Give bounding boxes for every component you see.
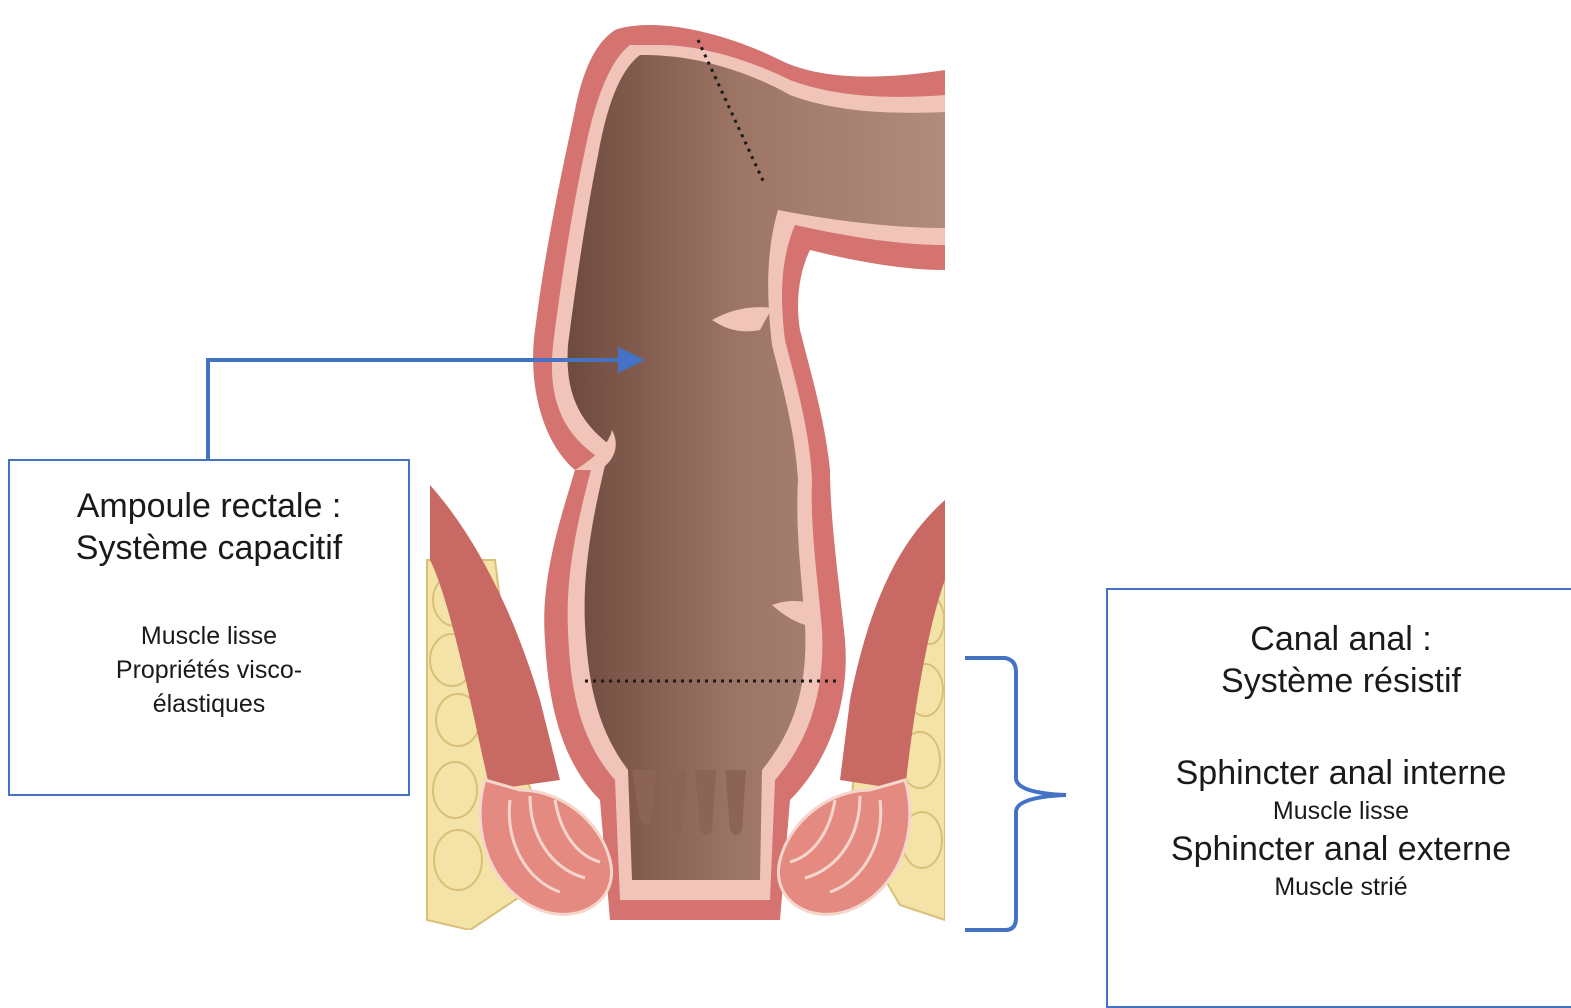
- ampulla-detail-line2: Propriétés visco-: [10, 653, 408, 687]
- ampulla-detail-line3: élastiques: [10, 687, 408, 721]
- canal-title-line2: Système résistif: [1108, 660, 1571, 702]
- internal-sphincter-type: Muscle lisse: [1108, 794, 1571, 828]
- rectal-ampulla-label-box: Ampoule rectale : Système capacitif Musc…: [8, 459, 410, 796]
- anal-canal-label-box: Canal anal : Système résistif Sphincter …: [1106, 588, 1571, 1008]
- canal-title-line1: Canal anal :: [1108, 618, 1571, 660]
- external-sphincter-label: Sphincter anal externe: [1108, 828, 1571, 870]
- internal-sphincter-label: Sphincter anal interne: [1108, 752, 1571, 794]
- ampulla-title-line1: Ampoule rectale :: [10, 485, 408, 527]
- sphincter-coils-right: [778, 780, 909, 914]
- ampulla-detail-line1: Muscle lisse: [10, 619, 408, 653]
- ampulla-title-line2: Système capacitif: [10, 527, 408, 569]
- external-sphincter-type: Muscle strié: [1108, 870, 1571, 904]
